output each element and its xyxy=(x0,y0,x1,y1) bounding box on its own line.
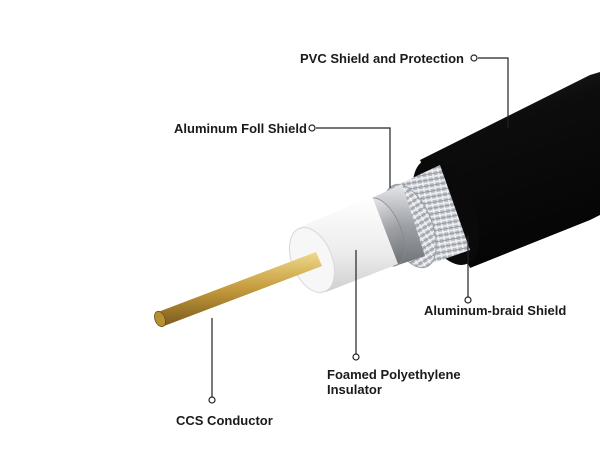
label-foamed-insulator: Foamed Polyethylene Insulator xyxy=(327,367,487,397)
label-foamed-insulator-line2: Insulator xyxy=(327,382,382,397)
ccs-conductor-tip xyxy=(154,310,166,328)
label-aluminum-foil-shield: Aluminum Foll Shield xyxy=(174,121,307,136)
leader-line-foil xyxy=(316,127,391,188)
label-foamed-insulator-line1: Foamed Polyethylene xyxy=(327,367,461,382)
leader-dot-braid xyxy=(464,296,472,304)
leader-dot-insulator xyxy=(352,353,360,361)
leader-dot-foil xyxy=(308,124,316,132)
leader-line-pvc xyxy=(478,57,509,128)
label-ccs-conductor: CCS Conductor xyxy=(176,413,273,428)
label-aluminum-braid-shield: Aluminum-braid Shield xyxy=(424,303,567,318)
aluminum-braid xyxy=(395,165,470,266)
label-pvc-shield: PVC Shield and Protection xyxy=(300,51,464,66)
ccs-conductor xyxy=(158,252,322,326)
leader-dot-conductor xyxy=(208,396,216,404)
leader-dot-pvc xyxy=(470,54,478,62)
